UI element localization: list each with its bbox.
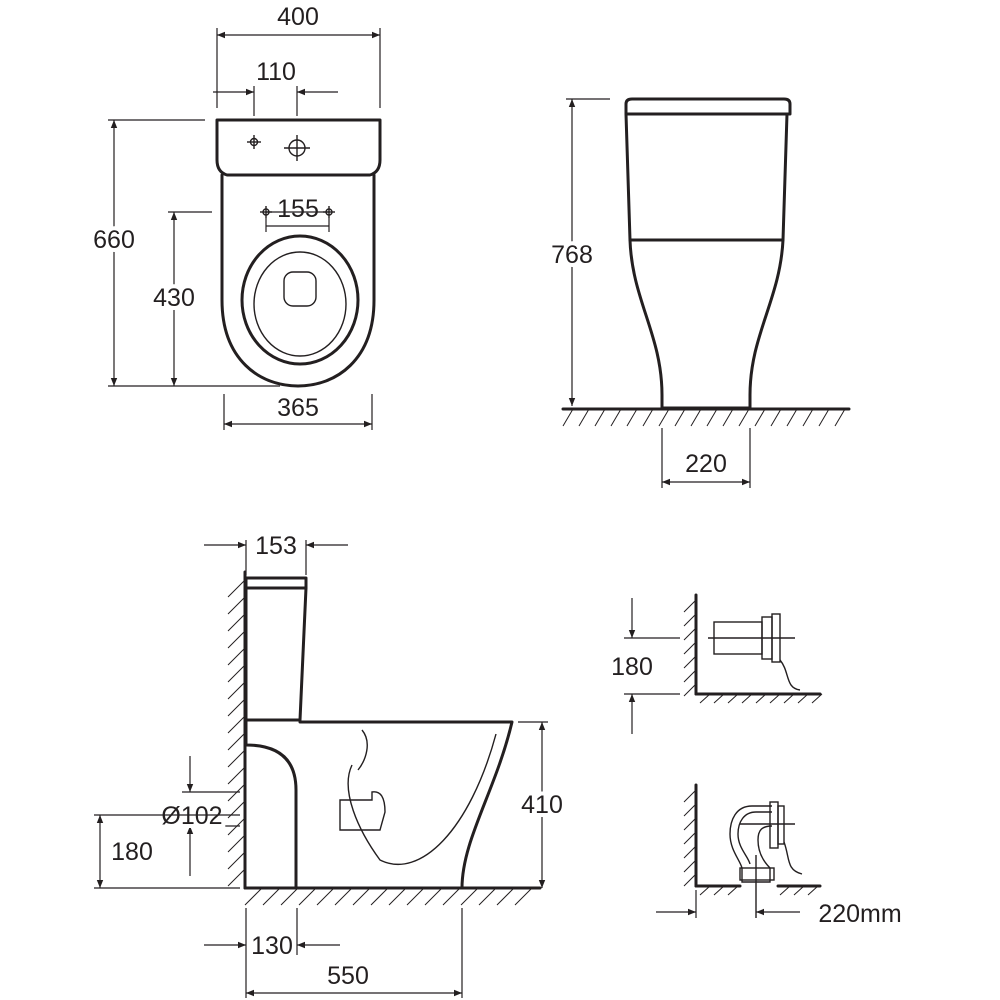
- top-view-cistern: [215, 118, 382, 177]
- drain-hole: [283, 271, 317, 307]
- p-trap-detail: 180: [611, 593, 823, 734]
- dim-cistern-depth: 153: [255, 532, 297, 560]
- top-view: 400 110 155 660 430 365: [89, 3, 382, 430]
- dim-seat-fixing-spacing: 155: [277, 195, 319, 223]
- s-trap-outlet: [783, 841, 803, 875]
- dim-p-trap-outlet-height: 180: [611, 653, 653, 681]
- s-trap-bend: [729, 805, 773, 883]
- dim-fixing-to-front: 430: [153, 284, 195, 312]
- dim-hole-offset: 110: [256, 58, 296, 86]
- seat-inner: [253, 251, 347, 357]
- s-trap-collar: [739, 867, 775, 881]
- dim-wall-to-outlet: 130: [251, 932, 293, 960]
- side-view: 153 Ø102 180 410 130 550: [94, 532, 567, 998]
- s-trap-hatch: [683, 789, 819, 896]
- front-view: 768 220: [547, 97, 851, 488]
- dim-s-trap-wall-distance: 220mm: [818, 900, 901, 928]
- seat-outer: [240, 234, 360, 366]
- p-trap-outlet: [779, 659, 801, 691]
- top-view-bowl: [220, 173, 376, 388]
- cistern-tap-hole-icon: [284, 135, 310, 161]
- dim-overall-depth: 550: [327, 962, 369, 990]
- side-view-bowl-inner: [347, 729, 497, 866]
- side-view-bowl: [244, 718, 514, 890]
- front-view-cistern-lid: [624, 97, 792, 116]
- side-view-cistern: [244, 586, 308, 722]
- front-view-bowl: [628, 238, 785, 410]
- side-view-wall-hatch: [227, 579, 246, 887]
- dim-base-width: 365: [277, 394, 319, 422]
- side-view-floor-hatch: [244, 887, 533, 906]
- s-trap-detail: 220mm: [656, 783, 902, 928]
- dim-overall-height: 768: [551, 241, 593, 269]
- s-trap-flange: [769, 801, 779, 849]
- side-view-trap: [339, 791, 386, 831]
- dim-bowl-height: 410: [521, 791, 563, 819]
- dim-foot-width: 220: [685, 450, 727, 478]
- front-view-floor-hatch: [562, 408, 846, 427]
- dim-outlet-height: 180: [111, 838, 153, 866]
- dim-outlet-diameter: Ø102: [161, 802, 222, 830]
- front-view-cistern: [624, 112, 789, 242]
- dim-overall-length: 660: [93, 226, 135, 254]
- cistern-fixing-hole-icon: [247, 135, 261, 149]
- side-view-cistern-lid: [244, 576, 308, 590]
- dim-overall-width: 400: [277, 3, 319, 31]
- p-trap-hatch: [683, 599, 823, 704]
